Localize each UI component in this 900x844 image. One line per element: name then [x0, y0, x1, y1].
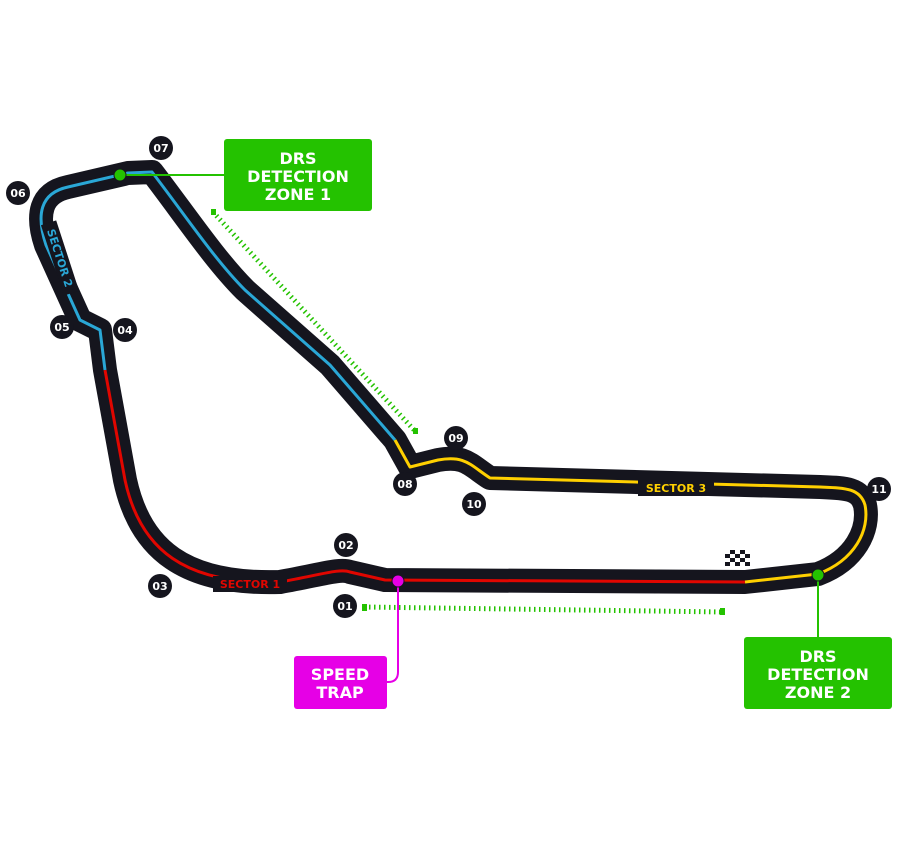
svg-text:08: 08: [397, 478, 412, 491]
sector-3-line: [393, 439, 868, 584]
svg-text:06: 06: [10, 187, 26, 200]
turn-04: 04: [113, 318, 137, 342]
direction-chevrons-icon: [652, 556, 675, 568]
turn-11: 11: [867, 477, 891, 501]
svg-text:09: 09: [448, 432, 463, 445]
svg-text:SECTOR 1: SECTOR 1: [220, 578, 280, 591]
svg-text:DETECTION: DETECTION: [767, 665, 869, 684]
drs-detection-zone-1: DRS DETECTION ZONE 1: [113, 139, 372, 211]
svg-text:SECTOR 3: SECTOR 3: [646, 482, 706, 495]
svg-text:DRS: DRS: [279, 149, 316, 168]
track-outline: [29, 160, 878, 595]
svg-text:01: 01: [337, 600, 352, 613]
sector-2-line: [39, 170, 397, 441]
svg-text:ZONE 1: ZONE 1: [265, 185, 331, 204]
turn-09: 09: [444, 426, 468, 450]
svg-text:05: 05: [54, 321, 69, 334]
svg-text:SPEED: SPEED: [311, 665, 369, 684]
svg-text:04: 04: [117, 324, 133, 337]
svg-text:ZONE 2: ZONE 2: [785, 683, 851, 702]
drs-activation-zone-2: [363, 604, 724, 615]
turn-02: 02: [334, 533, 358, 557]
svg-text:DRS: DRS: [799, 647, 836, 666]
svg-text:DETECTION: DETECTION: [247, 167, 349, 186]
svg-text:02: 02: [338, 539, 353, 552]
turn-08: 08: [393, 472, 417, 496]
svg-text:11: 11: [871, 483, 886, 496]
turn-05: 05: [50, 315, 74, 339]
drs-detection-zone-2: DRS DETECTION ZONE 2: [744, 568, 892, 709]
turn-01: 01: [333, 594, 357, 618]
svg-text:03: 03: [152, 580, 167, 593]
turn-06: 06: [6, 181, 30, 205]
sector-1-label: SECTOR 1: [213, 576, 287, 592]
speed-trap: SPEED TRAP: [294, 574, 405, 709]
turn-10: 10: [462, 492, 486, 516]
svg-text:10: 10: [466, 498, 482, 511]
svg-text:07: 07: [153, 142, 168, 155]
chequered-flag-icon: [725, 550, 750, 566]
drs-activation-zone-1: [211, 210, 417, 433]
turn-03: 03: [148, 574, 172, 598]
svg-text:TRAP: TRAP: [316, 683, 364, 702]
sector-3-label: SECTOR 3: [638, 480, 714, 496]
turn-07: 07: [149, 136, 173, 160]
